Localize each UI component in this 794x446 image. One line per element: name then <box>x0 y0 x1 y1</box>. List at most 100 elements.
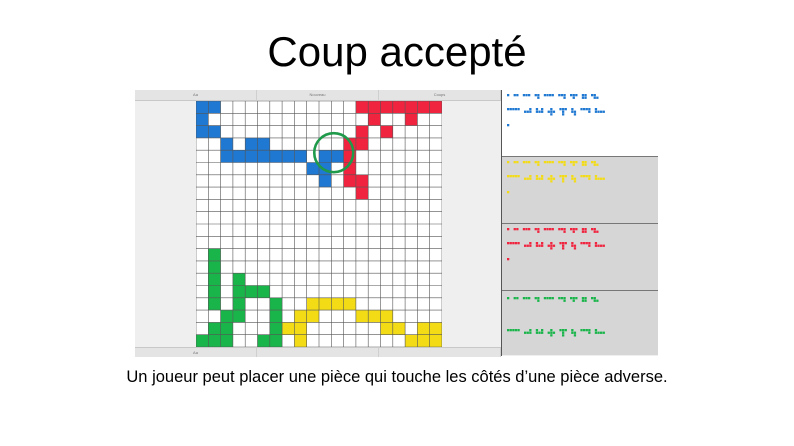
inventory-piece-cell[interactable] <box>585 242 588 245</box>
inventory-piece-cell[interactable] <box>541 175 544 178</box>
inventory-piece-cell[interactable] <box>529 108 532 111</box>
inventory-piece-cell[interactable] <box>563 228 566 231</box>
inventory-piece-cell[interactable] <box>562 180 565 183</box>
inventory-piece-cell[interactable] <box>570 297 573 300</box>
inventory-piece-cell[interactable] <box>537 228 540 231</box>
inventory-piece-cell[interactable] <box>562 244 565 247</box>
inventory-piece-cell[interactable] <box>562 247 565 250</box>
inventory-piece-cell[interactable] <box>547 177 550 180</box>
inventory-piece-cell[interactable] <box>581 96 585 99</box>
inventory-piece-cell[interactable] <box>507 94 510 97</box>
inventory-piece-cell[interactable] <box>526 177 529 180</box>
inventory-piece-cell[interactable] <box>580 329 583 332</box>
inventory-piece-cell[interactable] <box>528 228 531 231</box>
inventory-piece-cell[interactable] <box>558 297 561 300</box>
inventory-piece-cell[interactable] <box>602 244 605 247</box>
inventory-piece-cell[interactable] <box>588 175 591 178</box>
inventory-piece-cell[interactable] <box>584 299 587 302</box>
inventory-piece-cell[interactable] <box>534 94 537 97</box>
inventory-piece-cell[interactable] <box>513 297 516 300</box>
inventory-piece-cell[interactable] <box>600 244 603 247</box>
inventory-piece-cell[interactable] <box>507 108 510 111</box>
inventory-piece-cell[interactable] <box>550 177 553 180</box>
inventory-piece-cell[interactable] <box>575 297 578 300</box>
inventory-piece-cell[interactable] <box>562 108 565 111</box>
inventory-piece-cell[interactable] <box>512 108 515 111</box>
inventory-piece-cell[interactable] <box>541 331 544 334</box>
inventory-piece-cell[interactable] <box>541 177 544 180</box>
inventory-piece-cell[interactable] <box>593 297 596 300</box>
inventory-piece-cell[interactable] <box>550 180 553 183</box>
inventory-piece-cell[interactable] <box>550 331 553 334</box>
inventory-piece-cell[interactable] <box>550 247 553 250</box>
inventory-piece-cell[interactable] <box>543 161 547 164</box>
inventory-piece-cell[interactable] <box>550 329 553 332</box>
inventory-piece-cell[interactable] <box>529 331 532 334</box>
inventory-piece-cell[interactable] <box>551 94 554 97</box>
inventory-piece-cell[interactable] <box>571 329 574 332</box>
inventory-piece-cell[interactable] <box>564 329 567 332</box>
inventory-piece-cell[interactable] <box>571 175 574 178</box>
inventory-piece-cell[interactable] <box>534 161 537 164</box>
inventory-piece-cell[interactable] <box>588 329 591 332</box>
inventory-piece-cell[interactable] <box>547 331 550 334</box>
top-tab-3[interactable]: Coups <box>379 90 501 100</box>
inventory-piece-cell[interactable] <box>573 247 577 250</box>
inventory-piece-cell[interactable] <box>526 110 529 113</box>
inventory-piece-cell[interactable] <box>585 175 588 178</box>
inventory-piece-cell[interactable] <box>509 329 512 332</box>
inventory-piece-cell[interactable] <box>584 297 587 300</box>
inventory-piece-cell[interactable] <box>512 242 515 245</box>
inventory-piece-cell[interactable] <box>580 242 583 245</box>
inventory-piece-cell[interactable] <box>564 242 567 245</box>
inventory-piece-cell[interactable] <box>563 163 566 166</box>
inventory-piece-cell[interactable] <box>571 108 574 111</box>
inventory-piece-cell[interactable] <box>563 94 566 97</box>
game-board[interactable] <box>196 101 442 347</box>
inventory-piece-cell[interactable] <box>596 163 599 166</box>
inventory-piece-cell[interactable] <box>564 175 567 178</box>
inventory-piece-cell[interactable] <box>583 108 586 111</box>
inventory-piece-cell[interactable] <box>550 108 553 111</box>
inventory-piece-cell[interactable] <box>600 177 603 180</box>
inventory-piece-cell[interactable] <box>507 191 510 194</box>
inventory-piece-cell[interactable] <box>563 299 566 302</box>
inventory-piece-cell[interactable] <box>524 110 527 113</box>
inventory-piece-cell[interactable] <box>547 244 550 247</box>
inventory-piece-cell[interactable] <box>522 94 526 97</box>
inventory-piece-cell[interactable] <box>563 161 566 164</box>
inventory-piece-cell[interactable] <box>588 331 591 334</box>
inventory-piece-cell[interactable] <box>597 244 600 247</box>
inventory-piece-cell[interactable] <box>549 228 552 231</box>
inventory-piece-cell[interactable] <box>507 258 510 261</box>
inventory-piece-cell[interactable] <box>535 242 539 245</box>
inventory-piece-cell[interactable] <box>551 228 554 231</box>
inventory-piece-cell[interactable] <box>529 329 532 332</box>
inventory-piece-cell[interactable] <box>549 161 552 164</box>
inventory-piece-cell[interactable] <box>543 297 547 300</box>
inventory-piece-cell[interactable] <box>575 161 578 164</box>
inventory-piece-cell[interactable] <box>507 175 510 178</box>
inventory-piece-cell[interactable] <box>560 297 564 300</box>
inventory-piece-cell[interactable] <box>583 242 586 245</box>
inventory-piece-cell[interactable] <box>535 110 539 113</box>
inventory-piece-cell[interactable] <box>550 175 553 178</box>
bottom-tab-2[interactable] <box>257 348 379 357</box>
inventory-piece-cell[interactable] <box>564 108 567 111</box>
inventory-piece-cell[interactable] <box>543 94 547 97</box>
inventory-piece-cell[interactable] <box>529 244 532 247</box>
inventory-piece-cell[interactable] <box>580 175 583 178</box>
inventory-piece-cell[interactable] <box>596 96 599 99</box>
inventory-piece-cell[interactable] <box>581 163 585 166</box>
inventory-piece-cell[interactable] <box>571 110 574 113</box>
inventory-piece-cell[interactable] <box>559 108 562 111</box>
inventory-piece-cell[interactable] <box>594 175 598 178</box>
inventory-piece-cell[interactable] <box>596 230 599 233</box>
inventory-piece-cell[interactable] <box>551 161 554 164</box>
inventory-piece-cell[interactable] <box>522 297 526 300</box>
inventory-piece-cell[interactable] <box>571 244 574 247</box>
inventory-piece-cell[interactable] <box>591 228 594 231</box>
inventory-piece-cell[interactable] <box>594 331 598 334</box>
inventory-piece-cell[interactable] <box>562 113 565 116</box>
inventory-piece-cell[interactable] <box>538 244 541 247</box>
